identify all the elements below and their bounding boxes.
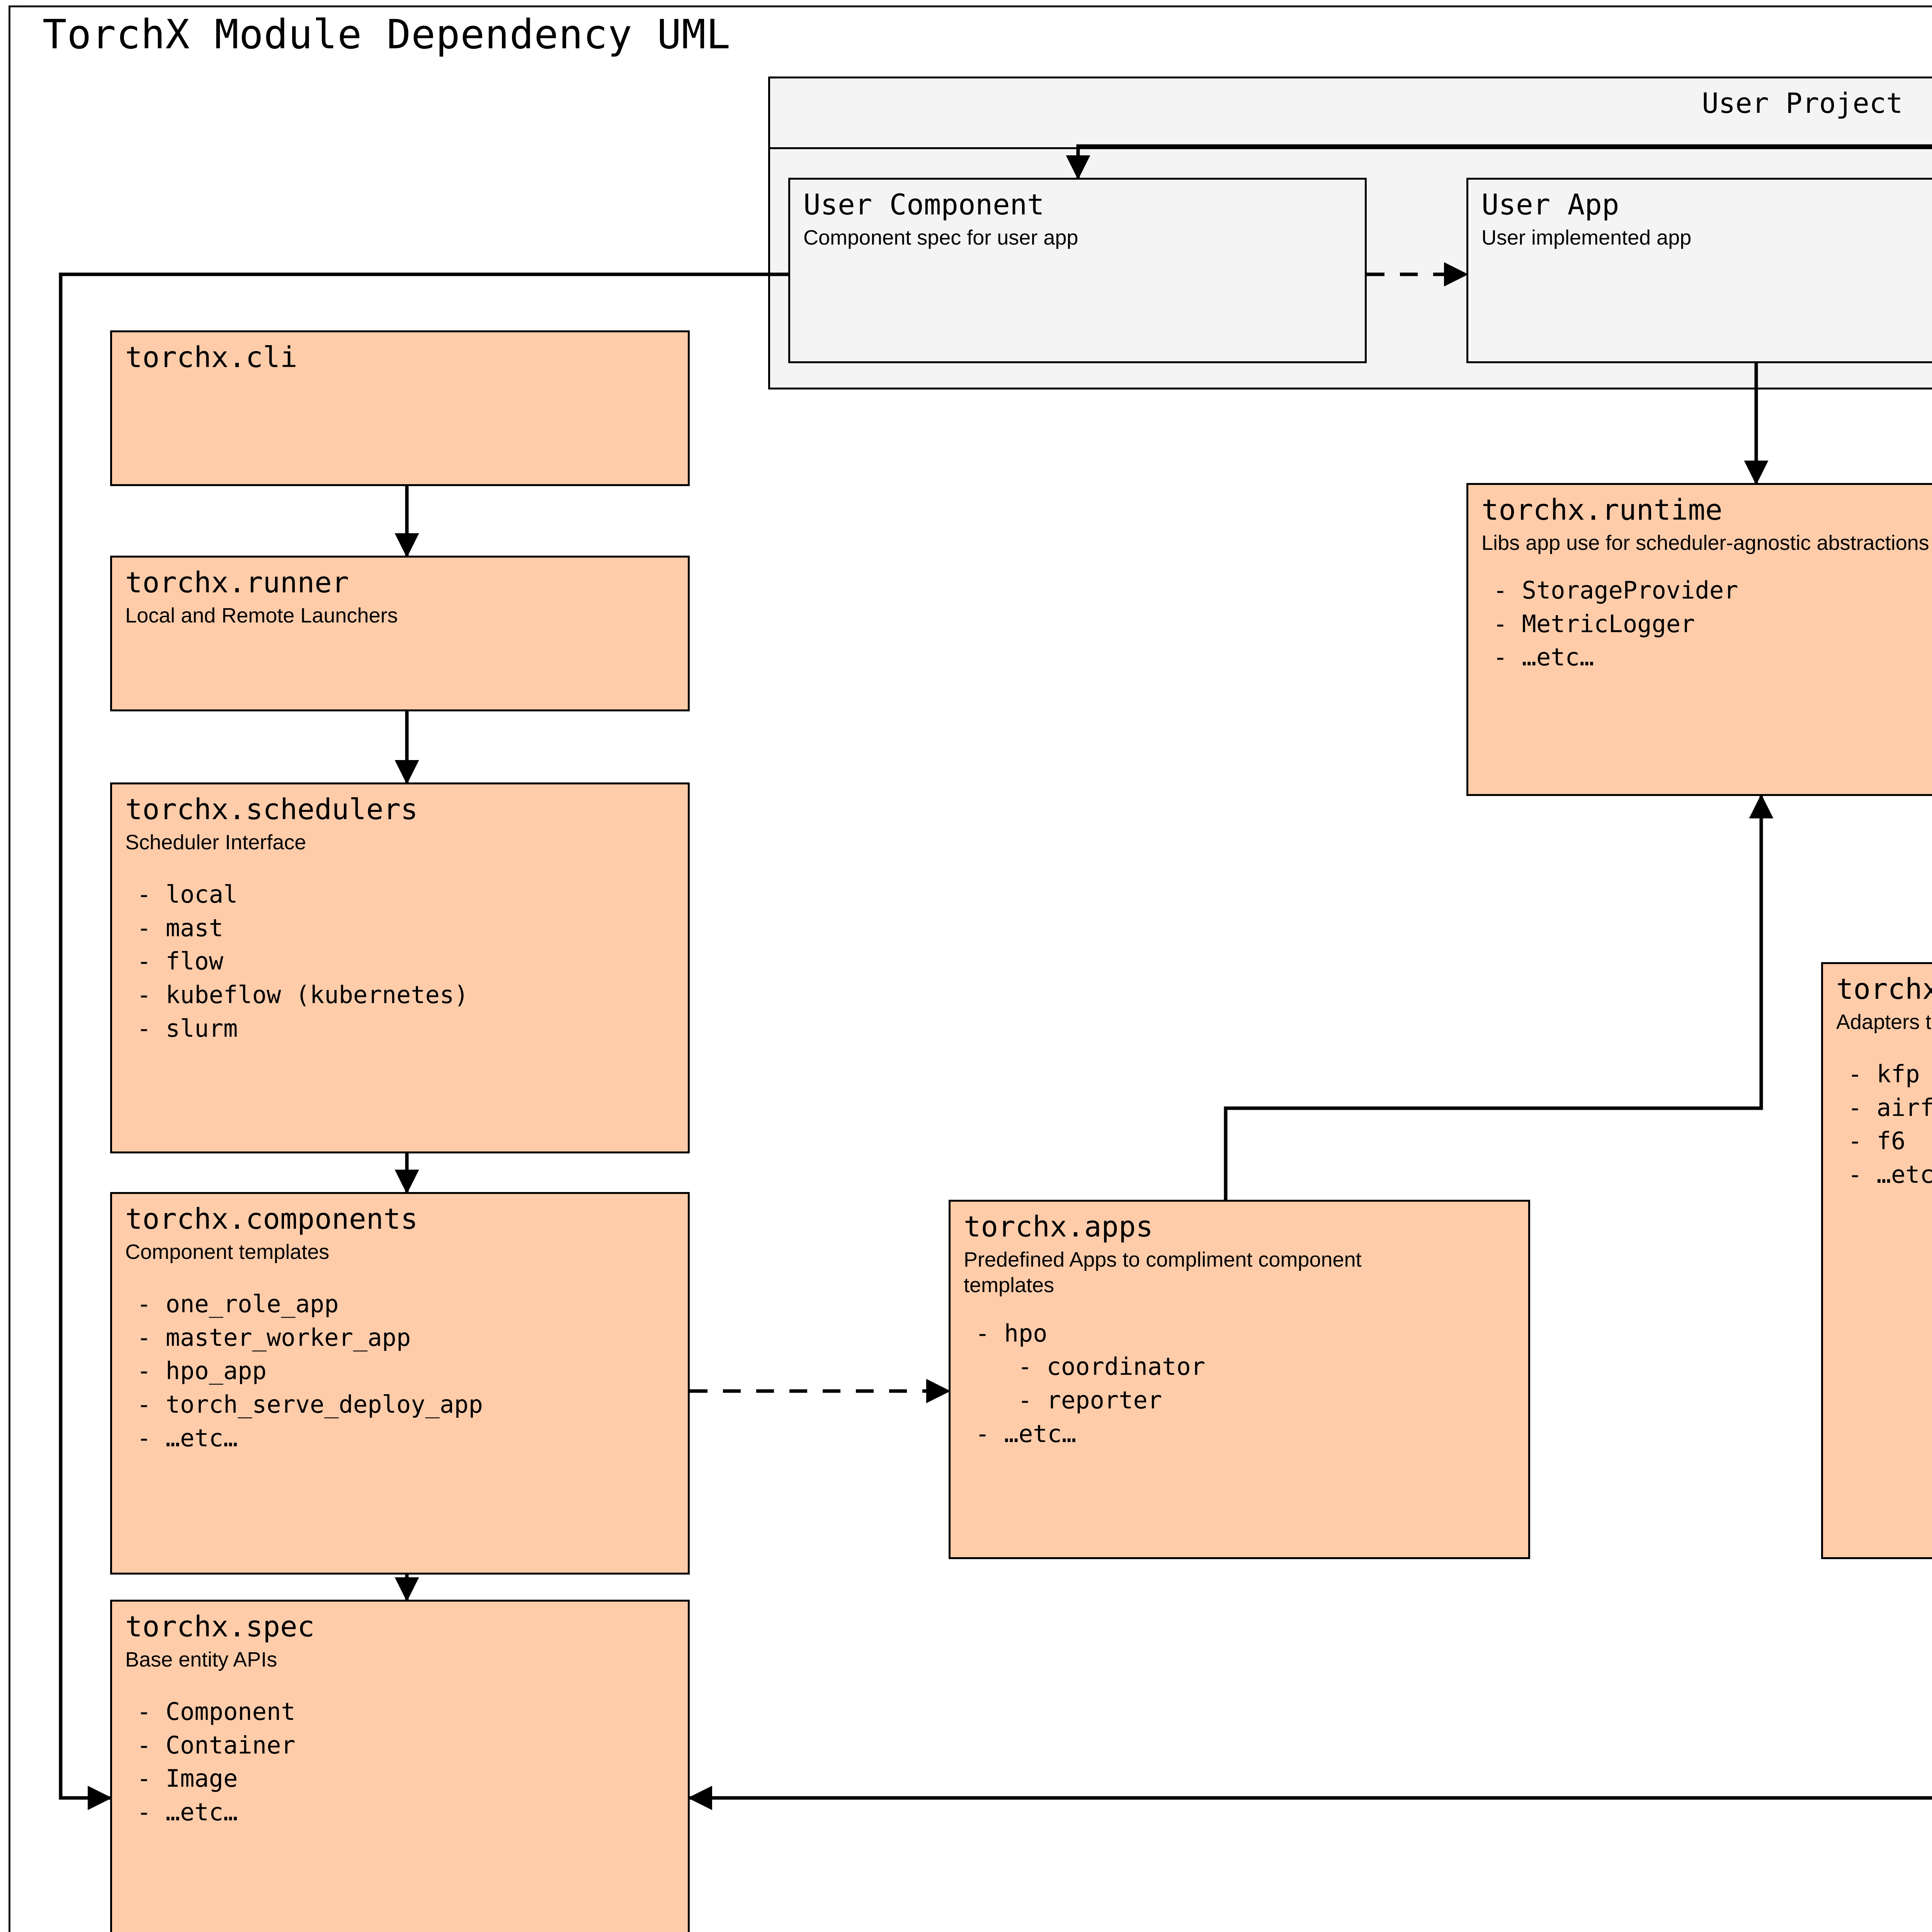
node-user-app-subtitle: User implemented app (1481, 226, 1692, 249)
node-user-app-title: User App (1481, 188, 1619, 221)
node-torchx-runtime-title: torchx.runtime (1481, 493, 1723, 527)
node-torchx-cli-title: torchx.cli (125, 341, 298, 374)
node-torchx-runtime-list: - StorageProvider - MetricLogger - …etc… (1481, 574, 1932, 674)
list-item: - airflow (1848, 1093, 1932, 1122)
list-item: - f6 (1848, 1127, 1906, 1155)
node-user-component-title: User Component (803, 188, 1044, 221)
list-item: - kfp (1848, 1060, 1920, 1088)
node-torchx-pipelines[interactable]: torchx.pipelines Adapters to Pipeline Pl… (1821, 962, 1932, 1559)
node-torchx-apps-subtitle: Predefined Apps to compliment component … (964, 1248, 1362, 1297)
node-torchx-components-list: - one_role_app - master_worker_app - hpo… (125, 1287, 675, 1455)
node-torchx-spec-title: torchx.spec (125, 1610, 315, 1643)
node-torchx-apps-list: - hpo - coordinator - reporter - …etc… (964, 1317, 1515, 1451)
node-torchx-pipelines-title: torchx.pipelines (1836, 973, 1932, 1006)
node-torchx-runtime-subtitle: Libs app use for scheduler-agnostic abst… (1481, 531, 1929, 554)
list-item: - local (137, 880, 238, 908)
node-torchx-schedulers-list: - local - mast - flow - kubeflow (kubern… (125, 878, 675, 1046)
node-torchx-runner-title: torchx.runner (125, 566, 349, 599)
list-item: - …etc… (137, 1423, 238, 1452)
list-item: - slurm (137, 1014, 238, 1043)
node-torchx-spec-list: - Component - Container - Image - …etc… (125, 1695, 675, 1829)
node-user-component[interactable]: User Component Component spec for user a… (788, 178, 1367, 363)
node-torchx-apps-title: torchx.apps (964, 1210, 1153, 1243)
node-torchx-schedulers-subtitle: Scheduler Interface (125, 830, 306, 854)
list-item: - StorageProvider (1493, 576, 1738, 604)
list-item: - mast (137, 913, 223, 942)
list-item: - …etc… (1493, 643, 1594, 672)
page-title: TorchX Module Dependency UML (43, 11, 731, 58)
list-item: - master_worker_app (137, 1323, 411, 1352)
node-torchx-schedulers[interactable]: torchx.schedulers Scheduler Interface - … (110, 782, 690, 1153)
list-item: - Component (137, 1697, 296, 1726)
list-item: - …etc… (975, 1420, 1077, 1448)
node-torchx-pipelines-list: - kfp - airflow - f6 - …etc… (1836, 1058, 1932, 1192)
list-item: - torch_serve_deploy_app (137, 1390, 483, 1419)
list-item: - MetricLogger (1493, 609, 1695, 638)
node-torchx-spec[interactable]: torchx.spec Base entity APIs - Component… (110, 1600, 690, 1932)
node-user-component-subtitle: Component spec for user app (803, 226, 1078, 249)
list-item: - Container (137, 1731, 296, 1759)
node-torchx-components-subtitle: Component templates (125, 1240, 330, 1264)
group-user-project-divider (770, 147, 1932, 149)
list-item: - …etc… (137, 1798, 238, 1827)
list-item: - hpo (975, 1319, 1048, 1347)
node-torchx-components-title: torchx.components (125, 1202, 418, 1236)
list-item: - Image (137, 1764, 238, 1793)
node-torchx-runtime[interactable]: torchx.runtime Libs app use for schedule… (1466, 483, 1932, 796)
list-item: - one_role_app (137, 1289, 339, 1318)
node-torchx-runner-subtitle: Local and Remote Launchers (125, 604, 398, 627)
list-item: - flow (137, 947, 223, 976)
node-torchx-schedulers-title: torchx.schedulers (125, 793, 418, 826)
node-torchx-spec-subtitle: Base entity APIs (125, 1648, 277, 1671)
list-item: - coordinator (1018, 1352, 1206, 1381)
list-item: - reporter (1018, 1386, 1162, 1415)
node-torchx-components[interactable]: torchx.components Component templates - … (110, 1192, 690, 1575)
node-torchx-runner[interactable]: torchx.runner Local and Remote Launchers (110, 556, 690, 711)
list-item: - kubeflow (kubernetes) (137, 981, 469, 1009)
list-item: - hpo_app (137, 1357, 267, 1385)
list-item: - …etc… (1848, 1160, 1932, 1189)
node-torchx-apps[interactable]: torchx.apps Predefined Apps to complimen… (949, 1200, 1530, 1559)
node-torchx-cli[interactable]: torchx.cli (110, 330, 690, 486)
node-user-app[interactable]: User App User implemented app (1466, 178, 1932, 363)
node-torchx-pipelines-subtitle: Adapters to Pipeline Platforms (1836, 1010, 1932, 1034)
group-user-project-title: User Project (1702, 87, 1903, 119)
